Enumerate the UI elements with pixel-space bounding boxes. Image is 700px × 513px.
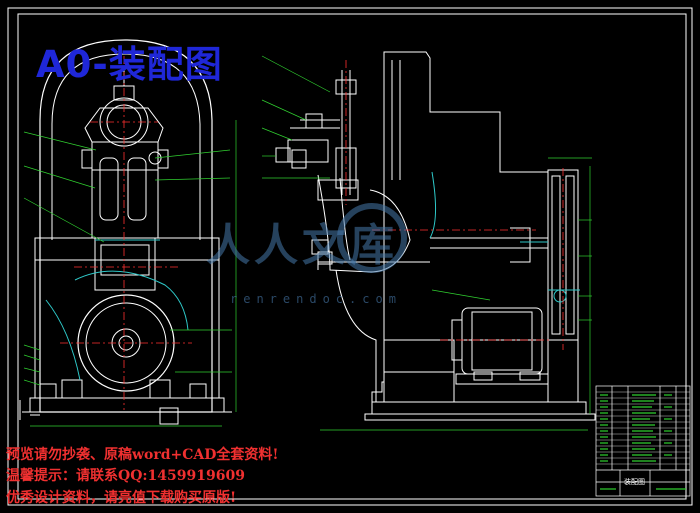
side-view-center-lines bbox=[345, 60, 564, 350]
side-view-dimensions bbox=[261, 55, 592, 431]
front-view bbox=[19, 39, 232, 425]
front-view-hatch bbox=[45, 239, 189, 381]
notice-line-1: 预览请勿抄袭、原稿word+CAD全套资料! bbox=[6, 447, 279, 463]
front-view-center-lines bbox=[60, 56, 192, 410]
notice-line-3: 优秀设计资料，请亮值下载购买原版! bbox=[6, 490, 237, 506]
drawing-title: A0-装配图 bbox=[36, 43, 223, 86]
side-view bbox=[275, 51, 596, 421]
bom-rows bbox=[596, 391, 690, 465]
title-block-name: 装配图 bbox=[624, 478, 645, 486]
drawing-border bbox=[17, 13, 687, 500]
drawing-frame bbox=[7, 7, 693, 506]
notice-line-2: 温馨提示：请联系QQ:1459919609 bbox=[6, 468, 245, 484]
watermark-url: renrendoc.com bbox=[230, 292, 402, 306]
bom-text-marks bbox=[600, 394, 686, 490]
side-view-hatch bbox=[429, 171, 580, 303]
watermark-text: 人人文库 bbox=[206, 220, 398, 271]
front-view-dimensions bbox=[23, 120, 237, 427]
